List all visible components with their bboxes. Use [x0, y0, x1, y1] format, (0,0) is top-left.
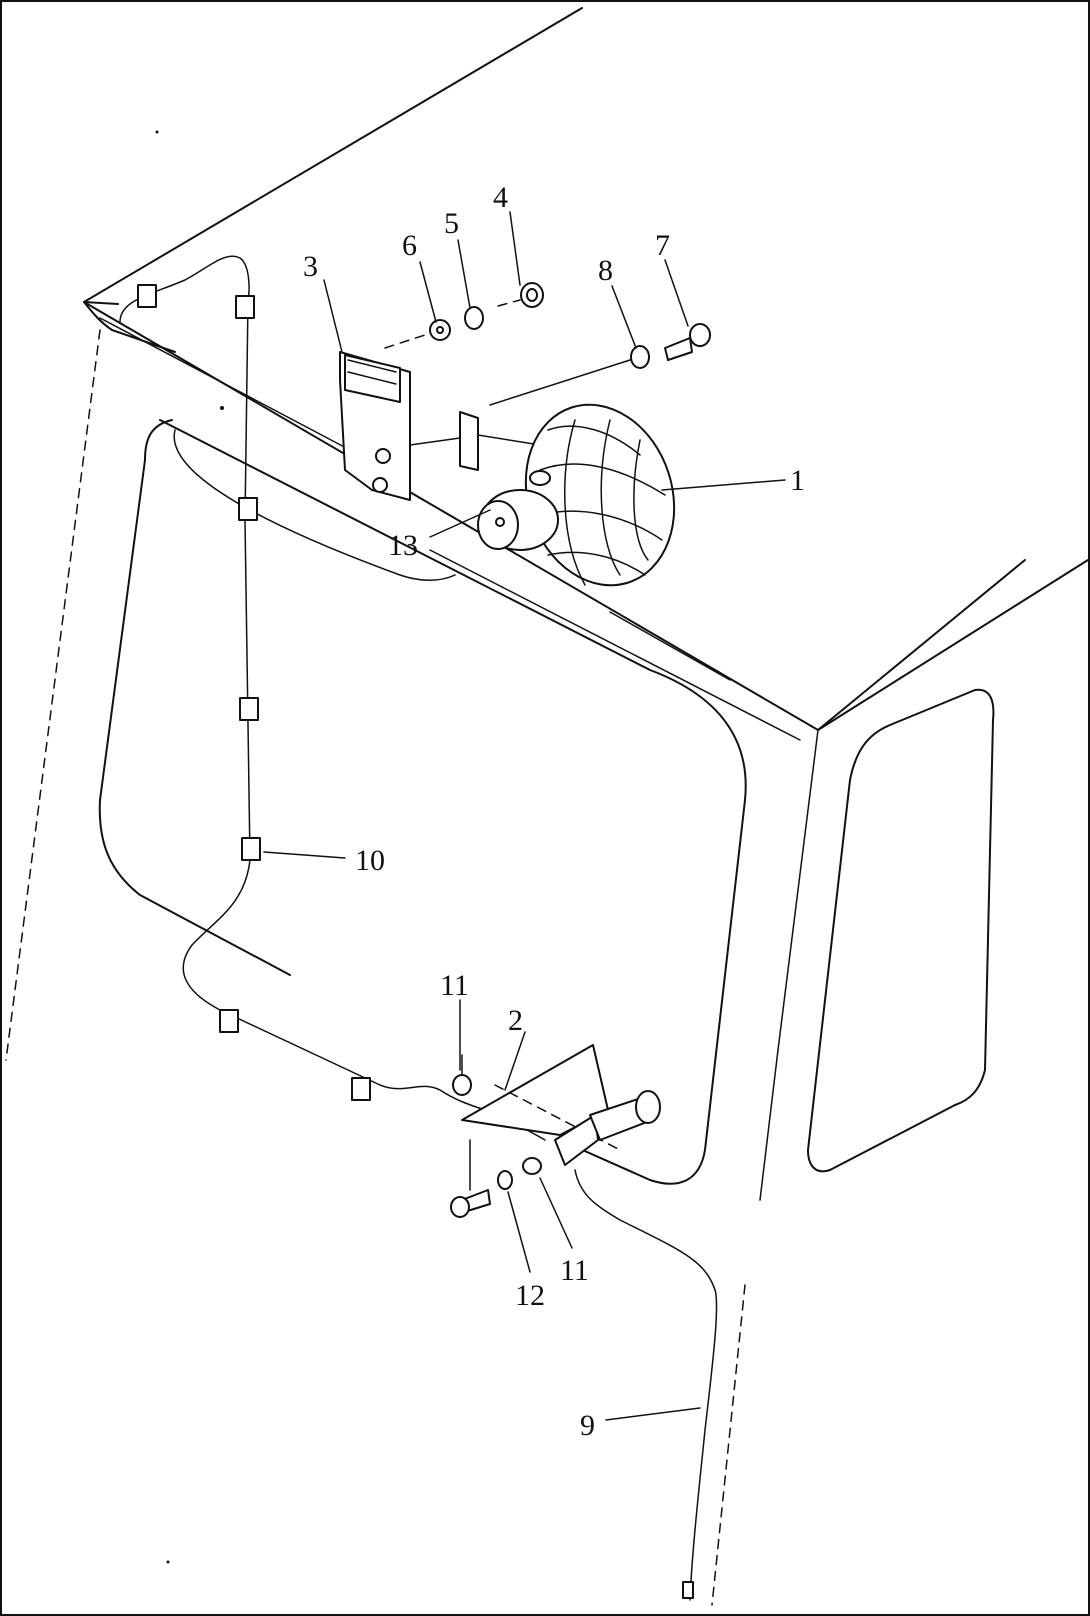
leader-lines — [263, 211, 786, 1421]
clamp — [682, 1581, 694, 1599]
callout-10: 10 — [355, 844, 385, 877]
callout-1: 1 — [790, 464, 805, 497]
callouts: 1 2 3 4 5 6 7 8 9 10 11 11 12 13 — [303, 181, 805, 1442]
side-window — [807, 688, 995, 1173]
clamp — [239, 697, 259, 721]
callout-7: 7 — [655, 229, 670, 262]
clamp — [235, 295, 255, 319]
callout-9: 9 — [580, 1409, 595, 1442]
working-lamp — [477, 403, 676, 587]
cab-pillar — [5, 329, 819, 1606]
callout-13: 13 — [388, 529, 418, 562]
callout-3: 3 — [303, 250, 318, 283]
clamp — [238, 497, 258, 521]
callout-11-upper: 11 — [440, 969, 469, 1002]
harness-clamps — [137, 284, 694, 1599]
cab-roof — [83, 7, 1089, 741]
callout-12: 12 — [515, 1279, 545, 1312]
callout-2: 2 — [508, 1004, 523, 1037]
callout-6: 6 — [402, 229, 417, 262]
clamp — [241, 837, 261, 861]
callout-5: 5 — [444, 207, 459, 240]
hardware — [384, 282, 711, 1218]
switch-assembly — [461, 1044, 661, 1191]
clamp — [137, 284, 157, 308]
specks — [155, 130, 224, 1564]
callout-4: 4 — [493, 181, 508, 214]
callout-11-lower: 11 — [560, 1254, 589, 1287]
mounting-bracket — [339, 351, 411, 501]
front-window — [98, 419, 291, 976]
lamp-bracket — [409, 411, 541, 471]
clamp — [351, 1077, 371, 1101]
callout-8: 8 — [598, 254, 613, 287]
clamp — [219, 1009, 239, 1033]
